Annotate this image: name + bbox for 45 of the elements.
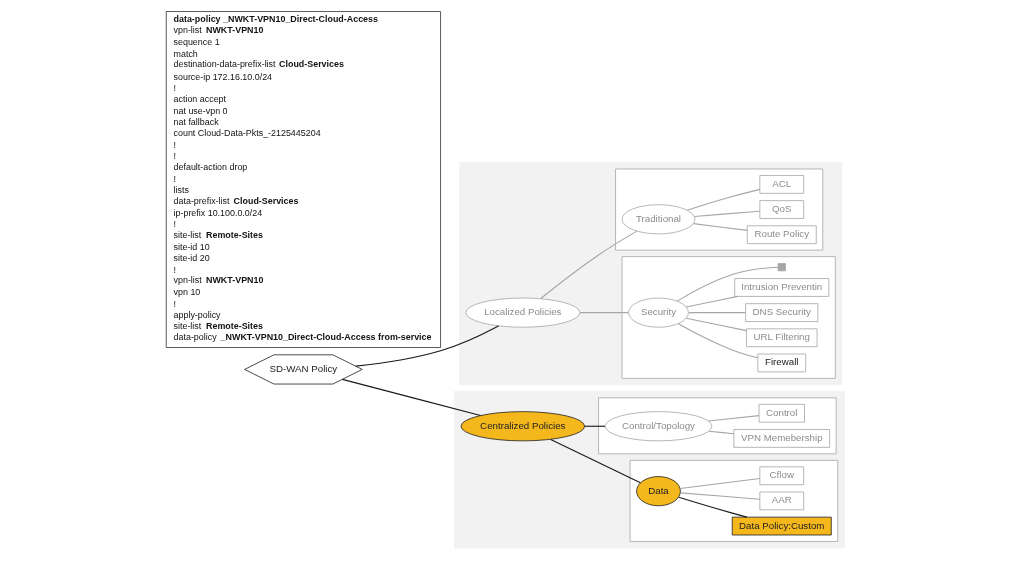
connector	[354, 325, 499, 367]
connector	[707, 415, 760, 422]
connector	[539, 230, 637, 300]
node-box: Route Policy	[746, 225, 817, 245]
connector	[686, 188, 760, 211]
node-ellipse: Control/Topology	[604, 411, 712, 442]
cluster	[621, 256, 836, 379]
node-ellipse: Localized Policies	[464, 297, 580, 328]
node-box	[777, 263, 786, 272]
node-box: Control	[758, 403, 805, 423]
connector	[677, 323, 758, 359]
cluster	[597, 397, 837, 455]
cluster	[629, 459, 838, 542]
cluster	[614, 168, 823, 251]
node-box: data-policy _NWKT-VPN10_Direct-Cloud-Access vpn-list NWKT-VPN10 sequence 1 match destination-data-prefix-list Cloud-Services source-ip 172.16.10.0/24 ! action accept nat use-vpn 0 nat fallback count Cloud-Data-Pkts_-2125445204 ! ! default-action drop ! lists data-prefix-list Cloud-Services ip-prefix 10.100.0.0/24 ! site-list Remote-Sites site-id 10 site-id 20 ! vpn-list NWKT-VPN10 vpn 10 ! apply-policy site-list Remote-Sites data-policy _NWKT-VPN10_Direct-Cloud-Access from-service	[165, 11, 441, 348]
connector	[679, 492, 760, 500]
cluster	[458, 162, 842, 386]
node-box: QoS	[758, 200, 804, 219]
node-box: AAR	[758, 491, 804, 511]
connector	[676, 266, 779, 302]
connector	[692, 223, 748, 231]
connector	[685, 317, 747, 332]
node-box: Firewall	[756, 353, 806, 373]
node-ellipse: Centralized Policies	[460, 411, 585, 442]
connector	[687, 312, 746, 314]
node-box: URL Filtering	[745, 328, 817, 348]
connector	[708, 430, 734, 435]
node-ellipse: Security	[627, 297, 689, 328]
node-ellipse: Data	[635, 476, 681, 507]
node-box: Data Policy:Custom	[731, 516, 832, 536]
cluster	[453, 390, 845, 549]
connector	[679, 477, 760, 490]
node-box: ACL	[758, 175, 804, 194]
connector	[583, 425, 606, 427]
connector	[677, 496, 747, 518]
node-box: DNS Security	[744, 303, 818, 322]
connector	[685, 295, 738, 308]
connector	[693, 210, 760, 218]
connector	[549, 438, 641, 484]
connector	[341, 378, 481, 416]
node-ellipse: Traditional	[621, 204, 695, 235]
node-box: Cflow	[758, 466, 804, 486]
node-box: Intrusion Preventin	[733, 278, 829, 297]
node-box: VPN Memebership	[732, 429, 830, 448]
connector	[579, 312, 629, 314]
